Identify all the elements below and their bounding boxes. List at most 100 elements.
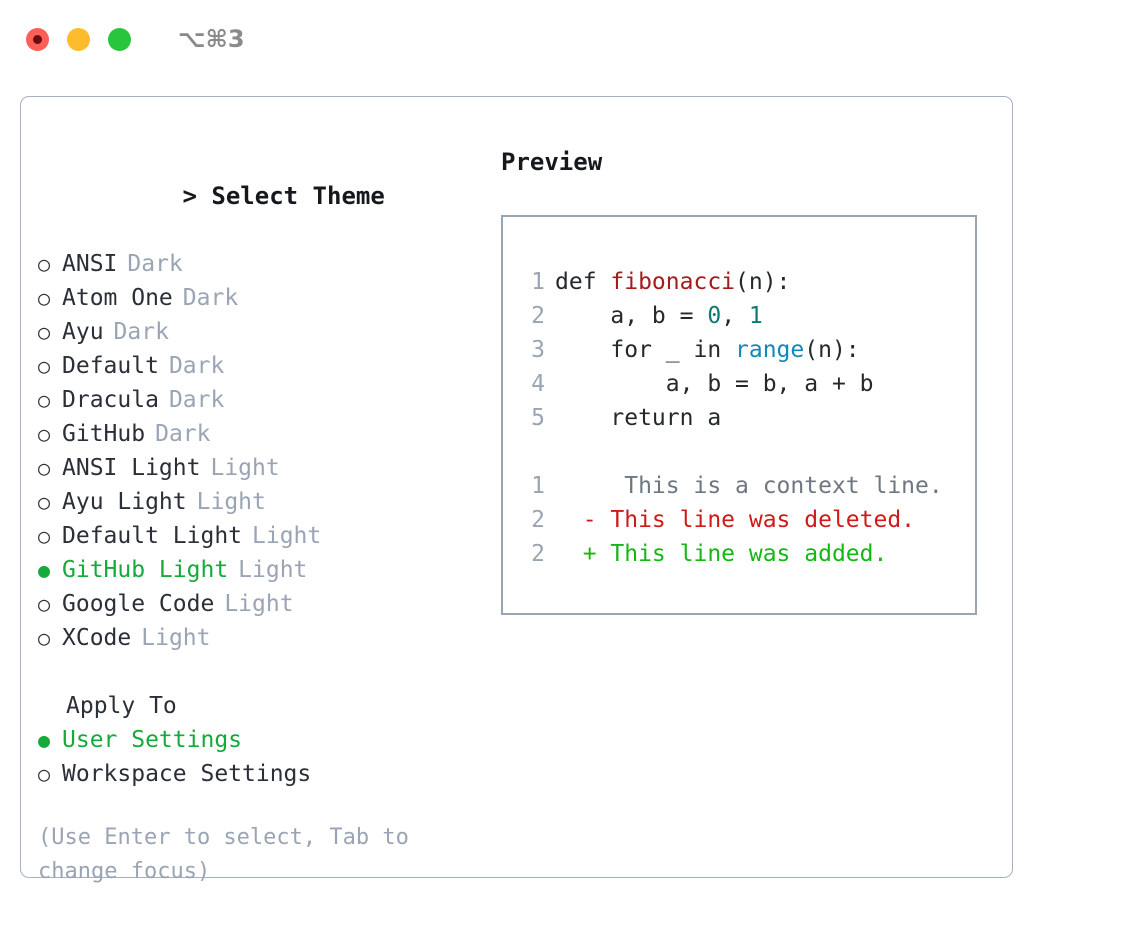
theme-kind-tag: Light	[224, 591, 294, 617]
keyboard-hint: (Use Enter to select, Tab to change focu…	[38, 825, 423, 884]
radio-unselected-icon: ○	[38, 388, 51, 412]
code-token: (n):	[804, 337, 860, 363]
select-theme-heading: > Select Theme	[38, 145, 468, 247]
diff-line-number: 1	[531, 473, 545, 499]
theme-option-8[interactable]: ○ Default Light Light	[38, 519, 468, 553]
theme-kind-tag: Light	[252, 523, 322, 549]
minimize-button[interactable]	[67, 27, 90, 51]
code-token: ,	[721, 303, 749, 329]
theme-kind-tag: Light	[141, 625, 211, 651]
theme-option-1[interactable]: ○ Atom One Dark	[38, 281, 468, 315]
code-token: 1	[748, 303, 763, 329]
prompt-caret-icon: >	[182, 182, 197, 210]
line-number: 2	[531, 303, 545, 329]
radio-unselected-icon: ○	[38, 252, 51, 276]
code-token: return a	[555, 405, 722, 431]
title-bar: ⌥⌘3	[0, 0, 1140, 78]
radio-unselected-icon: ○	[38, 286, 51, 310]
theme-kind-tag: Dark	[168, 387, 225, 413]
radio-unselected-icon: ○	[38, 626, 51, 650]
code-line: 1 def fibonacci(n):	[521, 265, 975, 299]
code-token: for _ in	[555, 337, 736, 363]
code-line: 5 return a	[521, 401, 975, 435]
theme-option-label: Default	[62, 353, 159, 379]
radio-unselected-icon: ○	[38, 592, 51, 616]
radio-unselected-icon: ○	[38, 490, 51, 514]
code-text: def fibonacci(n):	[555, 265, 790, 299]
apply-option-0[interactable]: ● User Settings	[38, 723, 468, 757]
theme-option-5[interactable]: ○ GitHub Dark	[38, 417, 468, 451]
close-icon	[33, 34, 42, 44]
apply-option-label: User Settings	[62, 727, 243, 753]
radio-unselected-icon: ○	[38, 354, 51, 378]
diff-line: 2 - This line was deleted.	[521, 503, 975, 537]
theme-option-9[interactable]: ● GitHub Light Light	[38, 553, 468, 587]
theme-kind-tag: Light	[238, 557, 308, 583]
theme-option-label: Ayu	[62, 319, 104, 345]
line-number: 4	[531, 371, 545, 397]
radio-unselected-icon: ○	[38, 524, 51, 548]
radio-unselected-icon: ○	[38, 762, 51, 786]
theme-kind-tag: Light	[210, 455, 280, 481]
radio-unselected-icon: ○	[38, 422, 51, 446]
close-button[interactable]	[26, 27, 49, 51]
code-line: 3 for _ in range(n):	[521, 333, 975, 367]
theme-option-label: GitHub Light	[62, 557, 229, 583]
diff-sample: 1 This is a context line.2 - This line w…	[521, 469, 975, 571]
apply-option-1[interactable]: ○Workspace Settings	[38, 757, 468, 791]
diff-text: This is a context line.	[555, 473, 943, 499]
theme-option-label: Google Code	[62, 591, 215, 617]
line-number: 3	[531, 337, 545, 363]
code-text: return a	[555, 401, 721, 435]
theme-option-label: Atom One	[62, 285, 173, 311]
theme-option-4[interactable]: ○ Dracula Dark	[38, 383, 468, 417]
keyboard-shortcut-label: ⌥⌘3	[178, 25, 245, 53]
line-number: 1	[531, 269, 545, 295]
theme-option-label: Dracula	[62, 387, 159, 413]
code-token: (n):	[735, 269, 791, 295]
theme-option-label: ANSI	[62, 251, 118, 277]
theme-kind-tag: Dark	[155, 421, 211, 447]
diff-line: 2 + This line was added.	[521, 537, 975, 571]
diff-line: 1 This is a context line.	[521, 469, 975, 503]
theme-option-10[interactable]: ○ Google Code Light	[38, 587, 468, 621]
theme-option-label: GitHub	[62, 421, 146, 447]
apply-to-list: ● User Settings ○Workspace Settings	[38, 723, 468, 791]
diff-line-number: 2	[531, 541, 545, 567]
code-token: range	[735, 337, 805, 363]
zoom-button[interactable]	[108, 27, 131, 51]
theme-option-label: XCode	[62, 625, 132, 651]
line-number: 5	[531, 405, 545, 431]
theme-option-0[interactable]: ○ ANSI Dark	[38, 247, 468, 281]
theme-option-label: Default Light	[62, 523, 243, 549]
radio-unselected-icon: ○	[38, 456, 51, 480]
theme-option-11[interactable]: ○ XCode Light	[38, 621, 468, 655]
theme-kind-tag: Dark	[127, 251, 183, 277]
code-token: a, b =	[555, 303, 708, 329]
theme-kind-tag: Dark	[182, 285, 239, 311]
theme-option-label: ANSI Light	[62, 455, 201, 481]
code-token: fibonacci	[610, 269, 736, 295]
window-controls	[26, 27, 131, 51]
code-token: a, b = b, a + b	[555, 371, 874, 397]
radio-selected-icon: ●	[38, 558, 51, 582]
code-token: def	[555, 269, 611, 295]
theme-kind-tag: Dark	[113, 319, 169, 345]
theme-kind-tag: Light	[196, 489, 266, 515]
radio-selected-icon: ●	[38, 728, 51, 752]
diff-text: + This line was added.	[555, 541, 888, 567]
code-text: a, b = b, a + b	[555, 367, 874, 401]
theme-option-6[interactable]: ○ ANSI Light Light	[38, 451, 468, 485]
code-text: a, b = 0, 1	[555, 299, 763, 333]
diff-text: - This line was deleted.	[555, 507, 916, 533]
